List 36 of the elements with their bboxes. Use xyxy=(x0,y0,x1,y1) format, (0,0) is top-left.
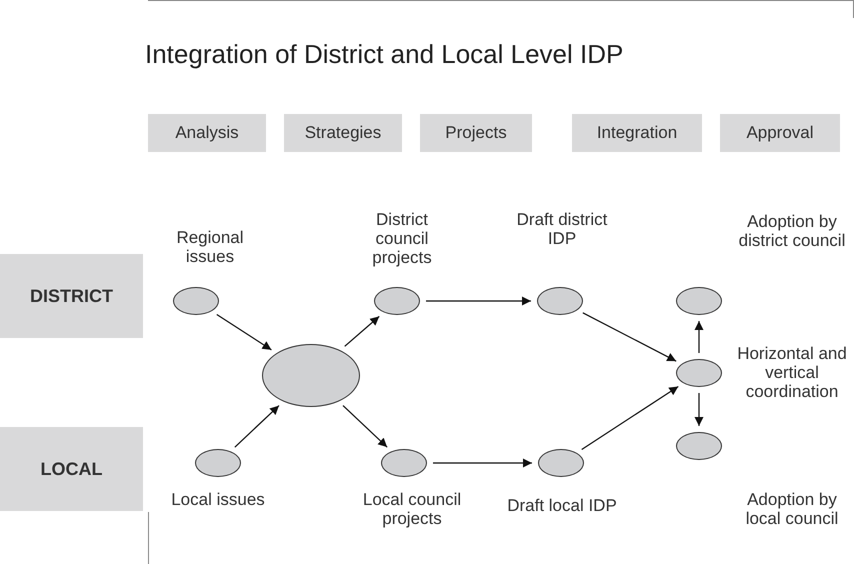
ellipse-node xyxy=(676,432,722,460)
ellipse-node xyxy=(173,287,219,315)
ellipse-node xyxy=(538,449,584,477)
diagram-title: Integration of District and Local Level IDP xyxy=(145,38,624,70)
arrow xyxy=(694,321,704,353)
arrow xyxy=(342,405,388,448)
node-caption: Local issues xyxy=(170,490,266,509)
arrow xyxy=(216,314,272,350)
phase-box: Integration xyxy=(572,114,702,152)
ellipse-node xyxy=(374,287,420,315)
ellipse-node xyxy=(676,359,722,387)
arrow xyxy=(433,458,532,468)
arrow xyxy=(581,386,679,450)
node-caption: Regional issues xyxy=(175,228,245,266)
arrow xyxy=(694,393,704,426)
phase-box: Analysis xyxy=(148,114,266,152)
phase-box: Approval xyxy=(720,114,840,152)
node-caption: Draft local IDP xyxy=(506,496,618,515)
ellipse-node xyxy=(195,449,241,477)
ellipse-node xyxy=(676,287,722,315)
node-caption: Adoption by district council xyxy=(738,212,846,250)
node-caption: Draft district IDP xyxy=(516,210,608,248)
arrow xyxy=(426,296,531,306)
node-caption: Adoption by local council xyxy=(744,490,840,528)
level-box: LOCAL xyxy=(0,427,143,511)
node-caption: Local council projects xyxy=(362,490,462,528)
node-caption: District council projects xyxy=(371,210,433,267)
level-box: DISTRICT xyxy=(0,254,143,338)
ellipse-node xyxy=(381,449,427,477)
phase-box: Strategies xyxy=(284,114,402,152)
arrow xyxy=(344,316,380,347)
node-caption: Horizontal and vertical coordination xyxy=(736,344,848,401)
arrow xyxy=(582,312,676,362)
phase-box: Projects xyxy=(420,114,532,152)
arrow xyxy=(234,405,280,448)
ellipse-node xyxy=(537,287,583,315)
